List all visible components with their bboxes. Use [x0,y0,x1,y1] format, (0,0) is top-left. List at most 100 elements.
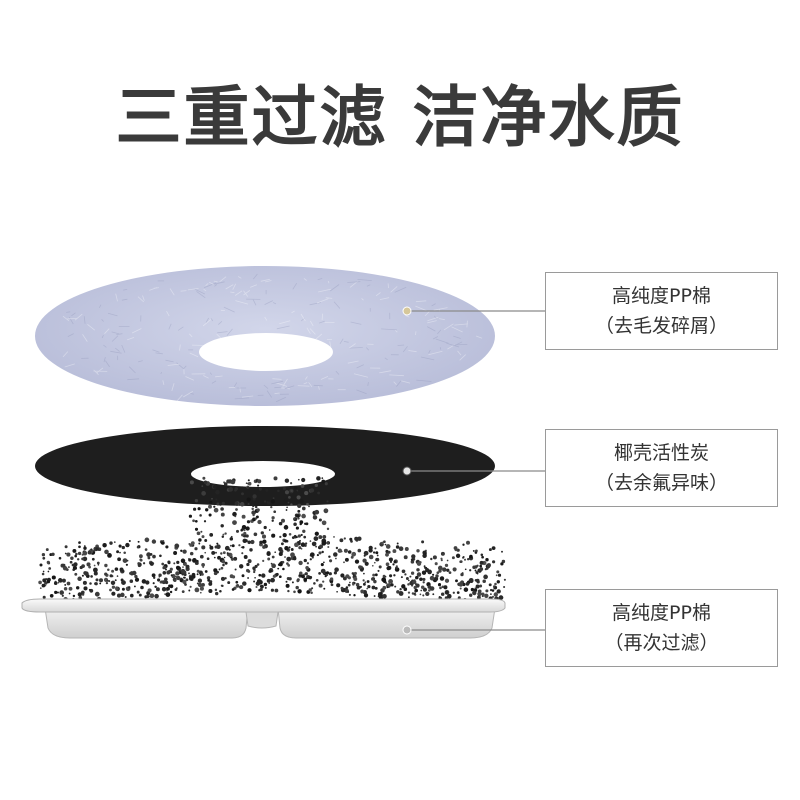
carbon-granule [41,572,45,576]
carbon-granule [358,565,362,569]
carbon-granule [452,591,455,594]
felt-fiber [300,317,305,322]
carbon-granule [396,590,400,594]
carbon-granule [217,555,221,560]
felt-fiber [451,326,463,333]
carbon-granule [136,545,140,549]
carbon-granule [453,546,458,550]
carbon-granule [174,543,180,549]
carbon-granule [121,569,125,573]
page-title: 三重过滤 洁净水质 [115,79,685,156]
carbon-granule [109,574,113,578]
carbon-granule [381,577,387,583]
carbon-granule [75,586,80,590]
carbon-granule [308,575,312,580]
carbon-granule [385,544,391,549]
carbon-granule [300,542,306,547]
carbon-granule [476,595,481,600]
carbon-granule [392,563,395,566]
carbon-granule [277,489,280,493]
carbon-granule [218,502,222,506]
carbon-granule [139,558,143,562]
carbon-granule [64,545,68,549]
felt-fiber [232,283,237,290]
felt-fiber [318,320,325,324]
carbon-granule [189,585,192,588]
carbon-granule [284,490,290,495]
carbon-granule [182,579,187,585]
layer-label-activated-carbon: 椰壳活性炭 （去余氟异味） [545,429,778,507]
carbon-granule [47,570,50,573]
felt-fiber [208,281,215,286]
carbon-granule [213,571,218,576]
felt-fiber [166,311,170,317]
felt-fiber [243,289,251,296]
felt-fiber [202,319,212,327]
pp-cotton-tray [21,598,506,639]
carbon-granule [407,591,411,594]
felt-fiber [303,382,308,385]
carbon-granule [297,517,300,520]
carbon-granule [480,553,484,557]
carbon-granule [129,593,134,598]
carbon-granule [434,576,439,581]
felt-fiber [214,284,218,287]
carbon-granule [88,565,91,569]
carbon-granule [95,547,99,551]
felt-fiber [153,287,159,289]
carbon-granule [256,563,260,566]
felt-fiber [111,331,120,335]
carbon-granule [252,494,257,499]
carbon-granule [57,581,60,584]
carbon-granule [441,551,445,556]
carbon-granule [337,548,342,553]
carbon-granule [203,520,207,523]
carbon-granule [222,563,225,567]
carbon-granule [234,568,237,571]
carbon-granule [333,536,335,538]
carbon-granule [39,563,43,567]
felt-fiber [167,363,180,366]
carbon-granule [472,549,475,552]
carbon-granule [220,584,223,587]
carbon-granule [283,525,289,530]
carbon-granule [238,544,241,547]
carbon-granule [421,540,425,544]
carbon-granule [327,545,330,549]
carbon-granule [201,485,204,487]
felt-fiber [263,384,269,389]
felt-fiber [439,318,445,321]
carbon-granule [68,586,73,591]
felt-fiber [252,298,257,306]
carbon-granule [278,575,282,579]
carbon-granule [347,591,350,593]
felt-fiber [98,304,102,308]
carbon-granule [296,514,300,518]
carbon-granule [270,588,274,592]
carbon-granule [494,582,497,586]
carbon-granule [268,582,271,585]
carbon-granule [153,576,156,579]
carbon-granule [252,513,255,517]
carbon-granule [162,566,166,570]
carbon-granule [410,571,415,575]
carbon-granule [243,555,248,559]
carbon-granule [204,570,208,573]
carbon-granule [193,507,197,511]
felt-fiber [343,341,349,343]
carbon-granule [255,585,258,589]
felt-fiber [203,288,207,292]
carbon-granule [182,549,187,554]
felt-fiber [203,282,217,289]
felt-fiber [205,317,210,323]
carbon-granule [304,491,309,496]
carbon-granule [255,505,258,509]
carbon-granule [296,579,300,583]
carbon-granule [371,564,374,567]
carbon-granule [497,573,502,577]
carbon-granule [272,497,275,500]
carbon-granule [345,586,349,589]
carbon-granule [263,525,267,530]
carbon-granule [252,566,256,570]
carbon-granule [500,562,504,566]
